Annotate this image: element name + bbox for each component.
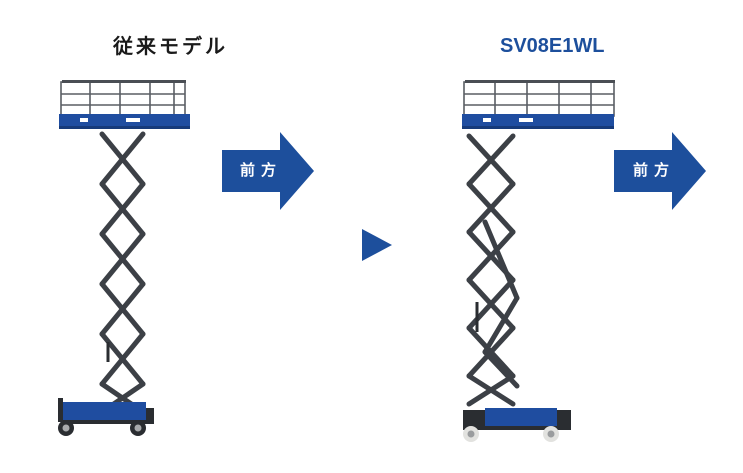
scissor-lift-sv08e1wl-image (462, 80, 615, 442)
front-direction-arrow-icon (222, 132, 314, 210)
new-model-title: SV08E1WL (500, 35, 605, 57)
front-direction-label: 前方 (633, 161, 676, 179)
front-direction-arrow-icon (614, 132, 706, 210)
scissor-lift-old-model-image (58, 80, 190, 436)
front-direction-label: 前方 (240, 161, 283, 179)
old-model-title: 従来モデル (113, 34, 228, 58)
transition-arrow-icon (362, 229, 392, 261)
